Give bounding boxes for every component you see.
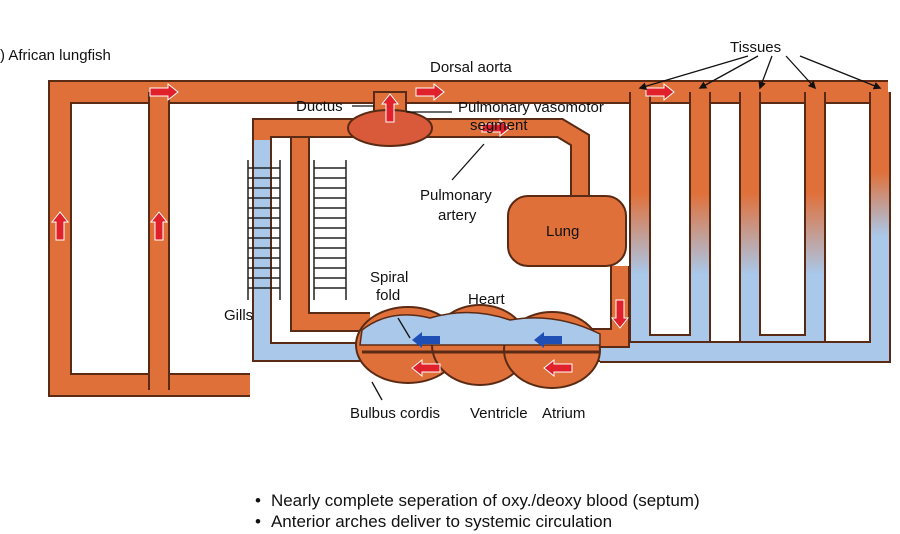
- pulmonary-artery-label: Pulmonary: [420, 187, 492, 204]
- caption: ) African lungfish: [0, 47, 111, 64]
- bullet-item: Anterior arches deliver to systemic circ…: [255, 511, 700, 532]
- systemic-vessel: [148, 92, 170, 390]
- arrow-red: [380, 93, 400, 123]
- gills: [247, 160, 347, 300]
- bullet-list: Nearly complete seperation of oxy./deoxy…: [255, 490, 700, 532]
- flow-arrows-oxygenated: [50, 82, 675, 378]
- arrow-blue: [534, 332, 562, 348]
- tissue-capillaries: [600, 92, 891, 363]
- atrium-label: Atrium: [542, 405, 585, 422]
- arrow-red: [645, 82, 675, 102]
- pulmonary-vasomotor-label-2: segment: [470, 117, 528, 134]
- arrow-red: [481, 118, 511, 138]
- arrow-red: [50, 211, 70, 241]
- arrow-blue: [412, 332, 440, 348]
- lungfish-circulation-diagram: ) African lungfish Dorsal aorta Tissues …: [0, 39, 891, 422]
- bulbus-cordis-label: Bulbus cordis: [350, 405, 440, 422]
- ventricle-label: Ventricle: [470, 405, 528, 422]
- pulmonary-artery-label-2: artery: [438, 207, 477, 224]
- arrow-red: [149, 211, 169, 241]
- heart: [355, 304, 601, 389]
- lung: [507, 195, 627, 267]
- spiral-fold-label: Spiral: [370, 269, 408, 286]
- pulmonary-vasomotor-label: Pulmonary vasomotor: [458, 99, 604, 116]
- dorsal-aorta-label: Dorsal aorta: [430, 59, 512, 76]
- gills-label: Gills: [224, 307, 253, 324]
- ductus-label: Ductus: [296, 98, 343, 115]
- bullet-item: Nearly complete seperation of oxy./deoxy…: [255, 490, 700, 511]
- arrow-red: [415, 82, 445, 102]
- label-pointers: [352, 55, 882, 401]
- tissues-label: Tissues: [730, 39, 781, 56]
- arrow-red: [610, 299, 630, 329]
- spiral-fold-label-2: fold: [376, 287, 400, 304]
- heart-label: Heart: [468, 291, 506, 308]
- flow-arrows-deoxygenated: [412, 332, 562, 348]
- arrow-red: [543, 358, 573, 378]
- lung-label: Lung: [546, 223, 579, 240]
- pulmonary-arch: [252, 118, 590, 200]
- arrow-red: [149, 82, 179, 102]
- arrow-red: [411, 358, 441, 378]
